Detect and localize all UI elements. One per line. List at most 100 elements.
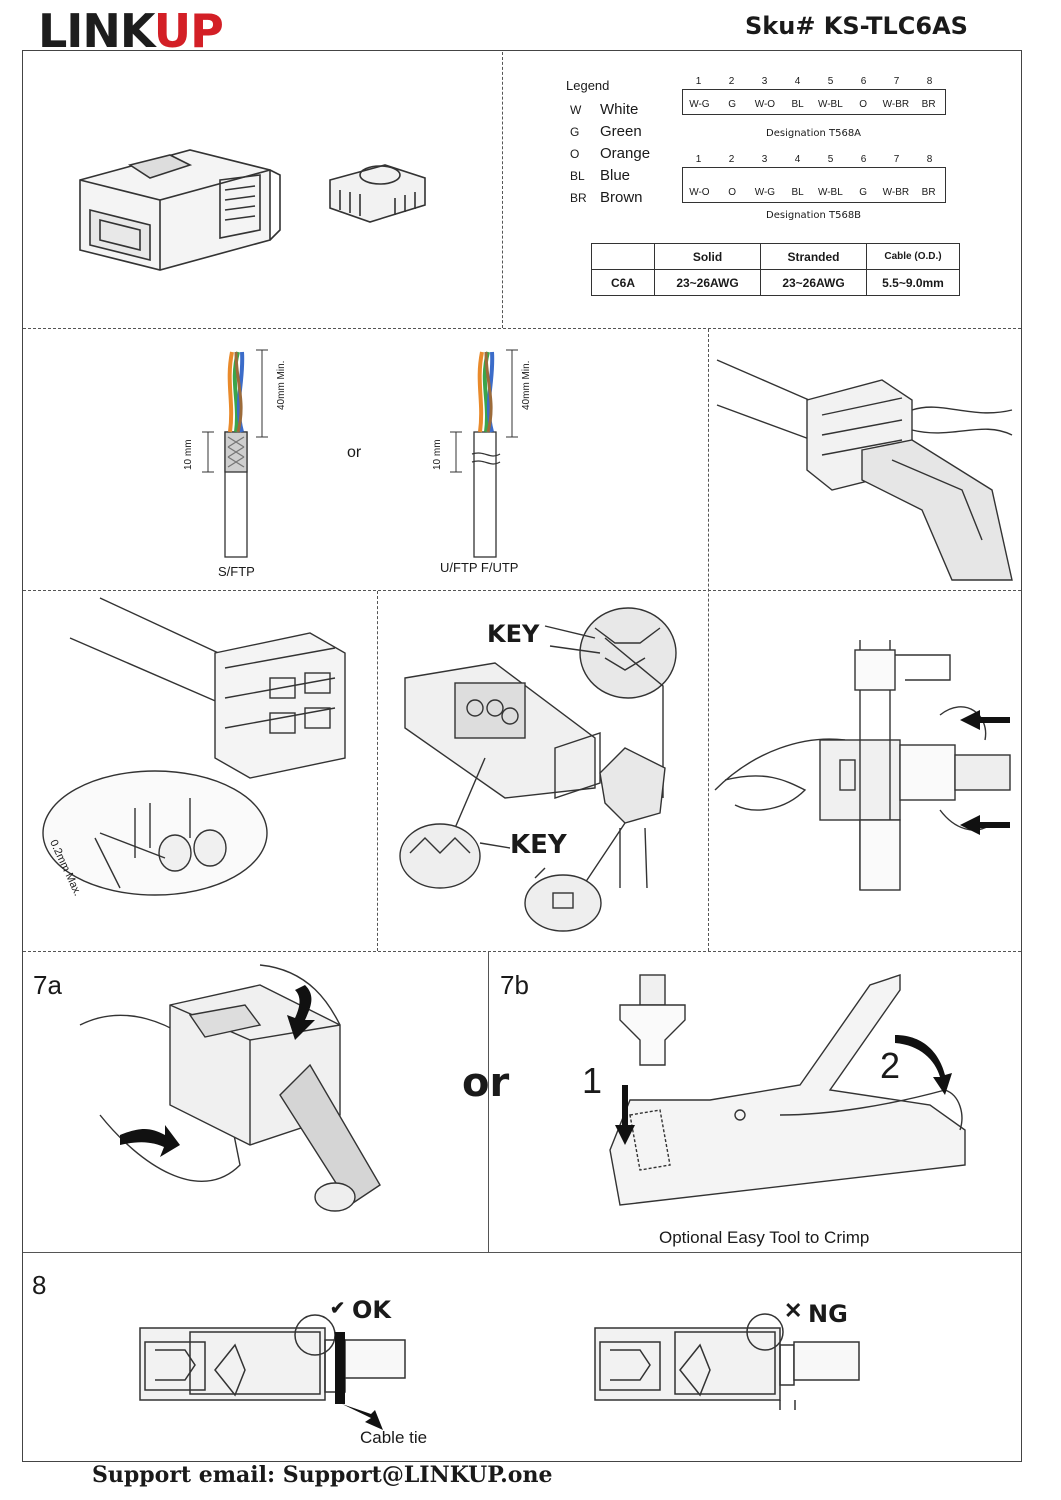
pin-number: 4	[794, 154, 801, 165]
t568a-label: Designation T568A	[766, 128, 862, 139]
legend-name: Green	[600, 123, 642, 140]
pin-color: W-O	[754, 99, 776, 110]
key-label-bottom: KEY	[510, 830, 567, 860]
legend-name: White	[600, 101, 639, 118]
step-8-label: 8	[32, 1270, 47, 1300]
divider	[377, 591, 378, 951]
pin-number: 6	[860, 76, 867, 87]
legend-item: BL Blue	[570, 165, 650, 187]
hand-crimp-illustration	[79, 964, 381, 1212]
pin-number: 5	[827, 154, 834, 165]
spec-header-row: Solid Stranded Cable (O.D.)	[591, 243, 960, 270]
legend-title: Legend	[566, 78, 610, 93]
legend-item: W White	[570, 99, 650, 121]
pin-color: BL	[791, 99, 804, 110]
pin-color: W-G	[689, 99, 710, 110]
legend-item: BR Brown	[570, 187, 650, 209]
termination-cap-illustration	[329, 164, 426, 223]
pin-color: W-O	[689, 187, 710, 198]
ok-label: OK	[352, 1296, 391, 1324]
dim-10mm: 10 mm	[183, 439, 194, 470]
pin-color: BR	[921, 99, 936, 110]
pin-number: 3	[761, 76, 768, 87]
crimp-tool-caption: Optional Easy Tool to Crimp	[659, 1228, 870, 1247]
uftp-caption: U/FTP F/UTP	[440, 560, 519, 575]
divider	[23, 1252, 1021, 1253]
pin-number: 4	[794, 76, 801, 87]
pin-number: 8	[926, 76, 933, 87]
step-number-2: 2	[880, 1045, 901, 1086]
sftp-caption: S/FTP	[218, 564, 255, 579]
instruction-frame	[22, 50, 1022, 1462]
legend-name: Blue	[600, 167, 631, 184]
legend-code: G	[570, 125, 580, 139]
spec-header: Stranded	[760, 243, 867, 270]
pin-color: W-BR	[882, 99, 910, 110]
x-mark-icon: ✕	[784, 1298, 803, 1323]
pin-number: 3	[761, 154, 768, 165]
legend-code: BL	[570, 169, 585, 183]
pin-number: 2	[728, 76, 735, 87]
pin-number: 7	[893, 154, 900, 165]
t568b-label: Designation T568B	[766, 210, 862, 221]
or-text: or	[347, 444, 362, 461]
legend-code: W	[570, 103, 582, 117]
crimp-tool-illustration	[609, 974, 966, 1206]
step-7b-label: 7b	[500, 970, 529, 1000]
pin-number: 6	[860, 154, 867, 165]
divider	[23, 328, 1021, 329]
step-number-1: 1	[582, 1060, 603, 1101]
key-label-top: KEY	[487, 620, 540, 648]
dim-10mm: 10 mm	[432, 439, 443, 470]
step-7a-label: 7a	[33, 970, 62, 1000]
legend-code: BR	[570, 191, 587, 205]
pin-number: 1	[695, 154, 702, 165]
legend-name: Brown	[600, 189, 643, 206]
spec-cell: 23~26AWG	[654, 269, 761, 296]
legend-code: O	[570, 147, 580, 161]
pin-color: W-BL	[817, 99, 843, 110]
spec-cell: 23~26AWG	[760, 269, 867, 296]
divider	[23, 590, 1021, 591]
logo-up-text: UP	[153, 4, 224, 58]
cable-tie-label: Cable tie	[360, 1428, 428, 1447]
ng-label: NG	[808, 1300, 848, 1328]
dim-40mm: 40mm Min.	[521, 360, 532, 410]
pin-number: 7	[893, 76, 900, 87]
keystone-jack-illustration	[79, 149, 281, 271]
logo-link-text: LINK	[38, 4, 155, 58]
pin-number: 2	[728, 154, 735, 165]
sku-label: Sku# KS-TLC6AS	[745, 12, 968, 40]
pin-color: BL	[791, 187, 804, 198]
spec-header	[591, 243, 655, 270]
sftp-cable-illustration	[202, 349, 268, 558]
ng-connector-illustration	[594, 1313, 860, 1410]
uftp-cable-illustration	[450, 349, 518, 558]
wire-cutting-illustration	[716, 359, 1013, 581]
brand-logo: LINKUP	[38, 8, 224, 54]
pin-color: G	[728, 99, 737, 110]
pin-color: O	[859, 99, 868, 110]
pin-color: G	[859, 187, 868, 198]
legend-item: G Green	[570, 121, 650, 143]
spec-header: Solid	[654, 243, 761, 270]
pin-color: W-BL	[817, 187, 843, 198]
divider	[708, 329, 709, 951]
pin-number: 5	[827, 76, 834, 87]
spec-cell: 5.5~9.0mm	[866, 269, 960, 296]
spec-cell: C6A	[591, 269, 655, 296]
pin-color: W-G	[754, 187, 776, 198]
divider	[488, 952, 489, 1252]
spec-header: Cable (O.D.)	[866, 243, 960, 270]
or-text-large: or	[462, 1060, 510, 1106]
support-email: Support email: Support@LINKUP.one	[92, 1462, 553, 1488]
pin-color: O	[728, 187, 737, 198]
dim-40mm: 40mm Min.	[276, 360, 287, 410]
